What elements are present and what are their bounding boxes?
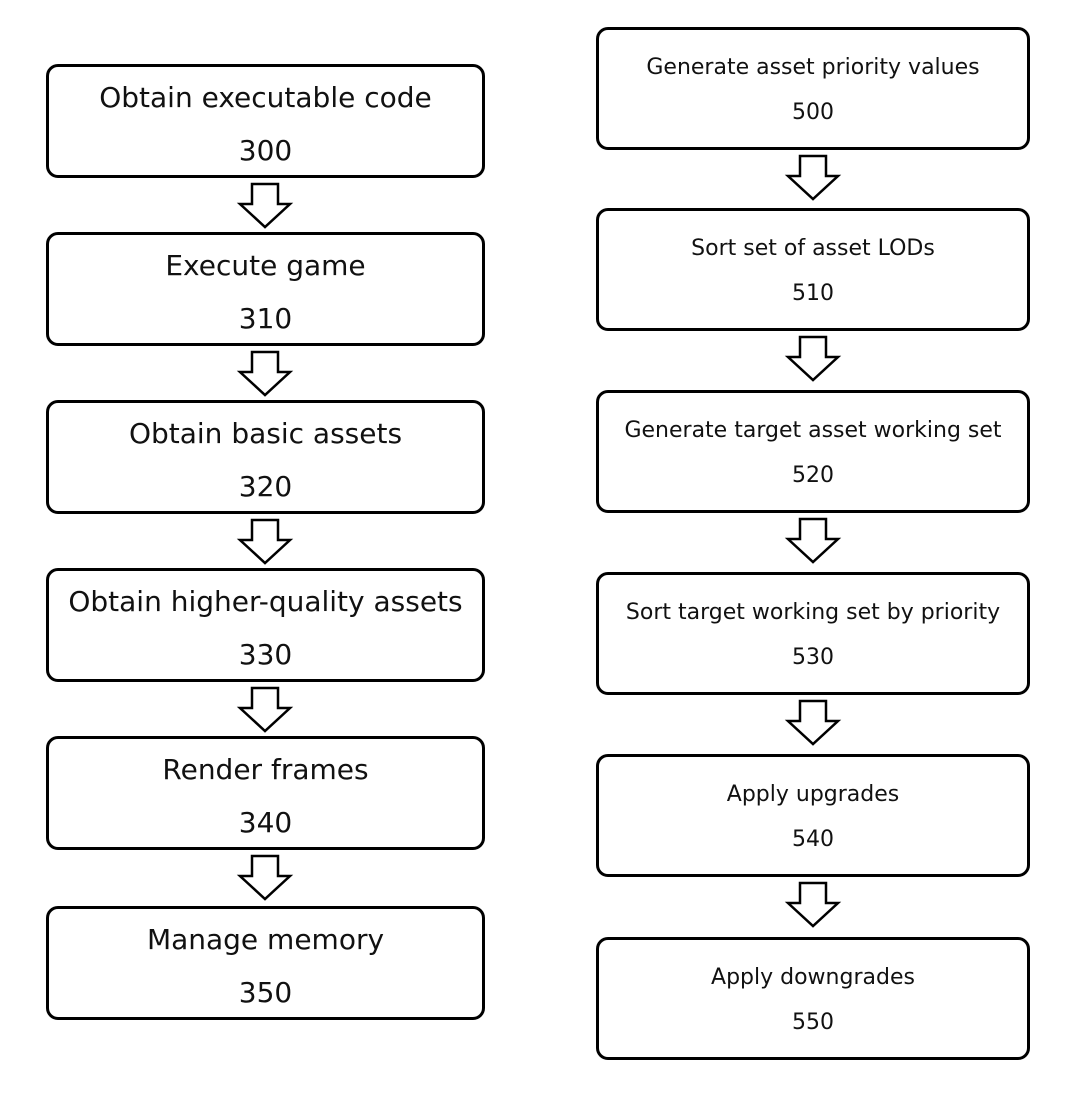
down-arrow-icon (784, 335, 842, 383)
step-number: 330 (238, 638, 293, 671)
down-arrow-icon (236, 686, 294, 734)
down-arrow-icon (784, 154, 842, 202)
step-number: 350 (238, 976, 293, 1009)
step-300-box: Obtain executable code 300 (46, 64, 485, 178)
step-label: Generate target asset working set (624, 418, 1002, 443)
down-arrow-icon (784, 699, 842, 747)
step-label: Generate asset priority values (646, 55, 980, 80)
step-500-box: Generate asset priority values 500 (596, 27, 1030, 150)
step-number: 320 (238, 470, 293, 503)
step-540-box: Apply upgrades 540 (596, 754, 1030, 877)
step-label: Sort set of asset LODs (691, 236, 935, 261)
step-label: Obtain basic assets (128, 417, 403, 450)
step-330-box: Obtain higher-quality assets 330 (46, 568, 485, 682)
step-520-box: Generate target asset working set 520 (596, 390, 1030, 513)
step-number: 300 (238, 134, 293, 167)
down-arrow-icon (236, 854, 294, 902)
step-label: Apply downgrades (711, 965, 915, 990)
step-310-box: Execute game 310 (46, 232, 485, 346)
step-number: 500 (792, 100, 834, 125)
step-number: 520 (792, 463, 834, 488)
step-number: 510 (792, 281, 834, 306)
step-label: Execute game (165, 249, 366, 282)
step-number: 310 (238, 302, 293, 335)
step-number: 340 (238, 806, 293, 839)
step-label: Obtain executable code (99, 81, 432, 114)
step-label: Render frames (162, 753, 369, 786)
step-label: Obtain higher-quality assets (68, 585, 463, 618)
step-340-box: Render frames 340 (46, 736, 485, 850)
down-arrow-icon (236, 350, 294, 398)
down-arrow-icon (784, 881, 842, 929)
step-510-box: Sort set of asset LODs 510 (596, 208, 1030, 331)
step-number: 530 (792, 645, 834, 670)
step-350-box: Manage memory 350 (46, 906, 485, 1020)
step-530-box: Sort target working set by priority 530 (596, 572, 1030, 695)
step-320-box: Obtain basic assets 320 (46, 400, 485, 514)
step-number: 550 (792, 1010, 834, 1035)
down-arrow-icon (236, 182, 294, 230)
step-550-box: Apply downgrades 550 (596, 937, 1030, 1060)
step-number: 540 (792, 827, 834, 852)
step-label: Sort target working set by priority (625, 600, 1001, 625)
down-arrow-icon (236, 518, 294, 566)
step-label: Apply upgrades (726, 782, 900, 807)
down-arrow-icon (784, 517, 842, 565)
step-label: Manage memory (146, 923, 385, 956)
